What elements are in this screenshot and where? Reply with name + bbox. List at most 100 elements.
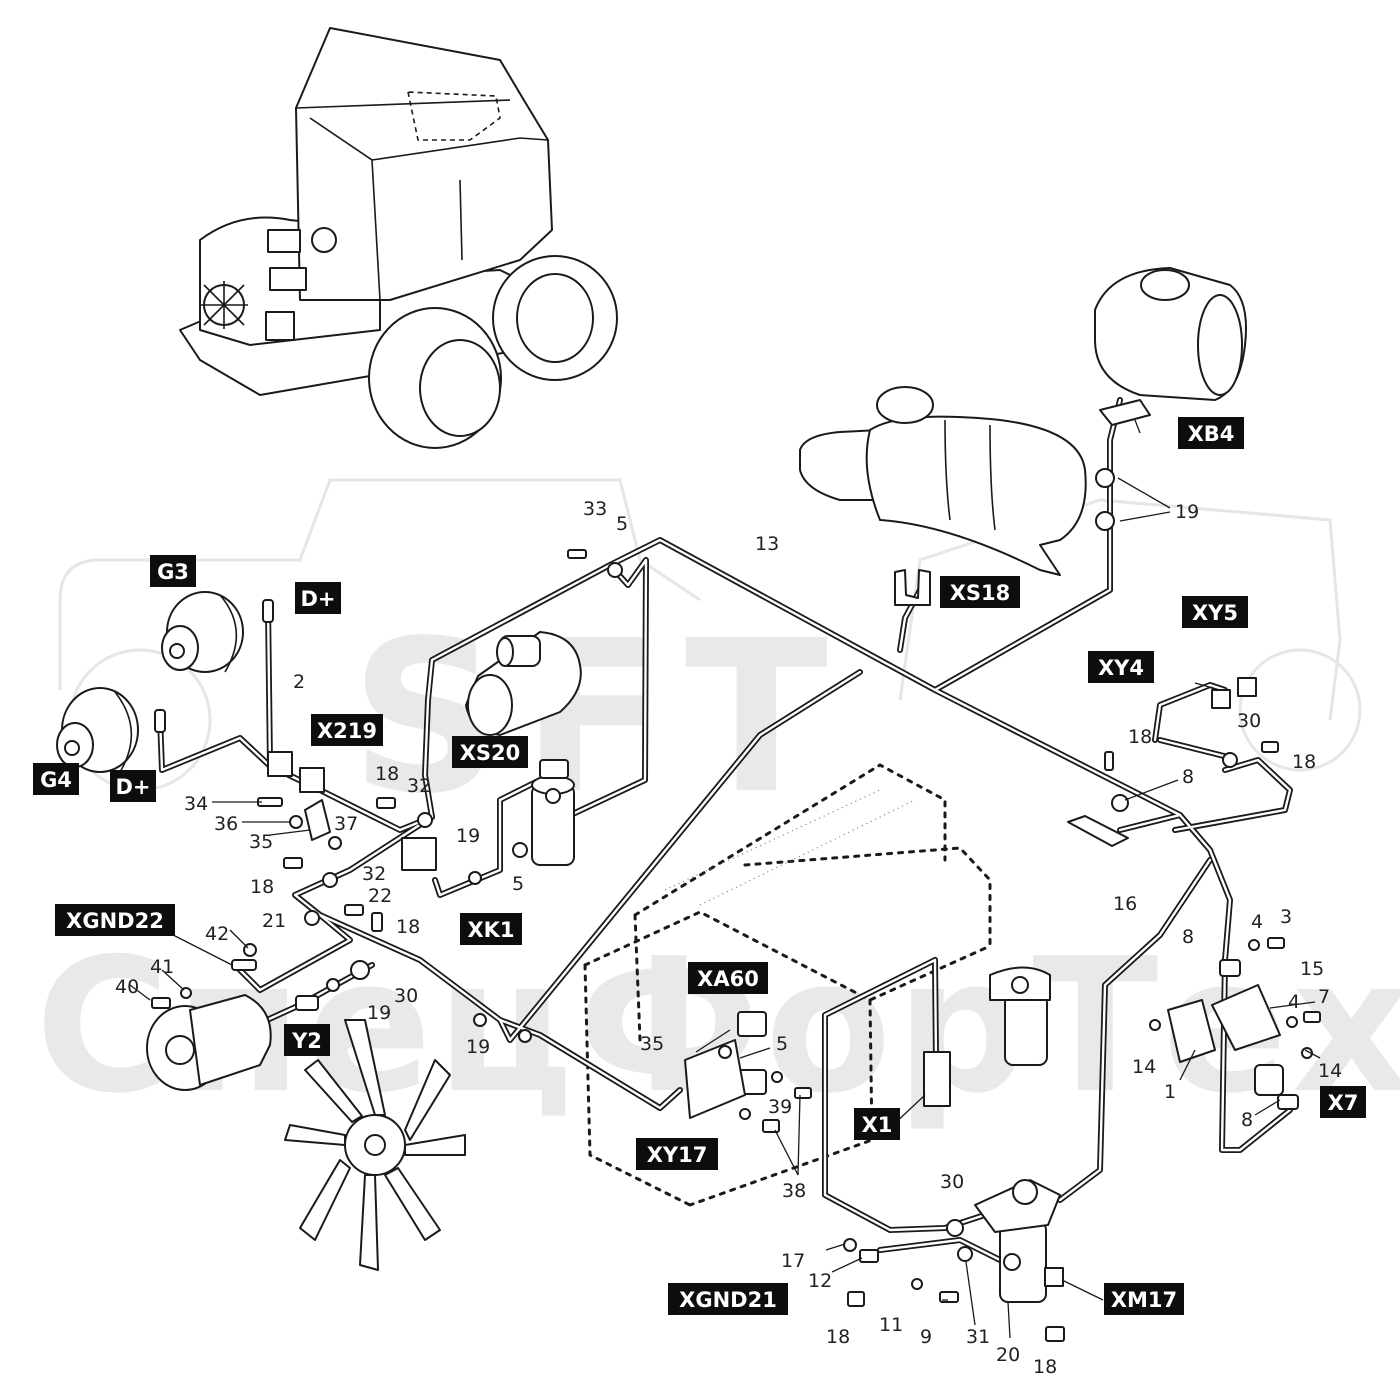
part-number: 19	[456, 825, 480, 847]
part-number: 31	[966, 1326, 990, 1348]
part-number: 18	[1033, 1356, 1057, 1378]
svg-text:Y2: Y2	[291, 1029, 322, 1053]
part-number: 16	[1113, 893, 1137, 915]
svg-text:XS20: XS20	[460, 741, 521, 765]
part-number: 1	[1164, 1081, 1176, 1103]
part-number: 18	[1128, 726, 1152, 748]
connector-xm17	[1044, 1267, 1064, 1287]
part-number: 8	[1182, 766, 1194, 788]
part-number: 7	[1318, 986, 1330, 1008]
relay-xk1	[401, 837, 437, 871]
svg-text:XS18: XS18	[950, 581, 1011, 605]
leader-lines	[129, 419, 1321, 1339]
svg-text:D+: D+	[115, 775, 150, 799]
connector-x219-a	[267, 751, 293, 777]
part-number: 2	[293, 671, 305, 693]
part-number: 35	[249, 831, 273, 853]
tag-xy17[interactable]: XY17	[636, 1138, 718, 1170]
starter-motor	[465, 631, 582, 736]
svg-text:XA60: XA60	[697, 967, 759, 991]
tag-d-plus-upper[interactable]: D+	[295, 582, 341, 614]
part-number: 33	[583, 498, 607, 520]
svg-text:XM17: XM17	[1111, 1288, 1177, 1312]
tag-xy5[interactable]: XY5	[1182, 596, 1248, 628]
ac-compressor	[146, 994, 272, 1091]
fuel-filter-middle	[989, 966, 1051, 1066]
svg-text:XK1: XK1	[467, 918, 514, 942]
part-number: 19	[466, 1036, 490, 1058]
tag-g3[interactable]: G3	[150, 555, 196, 587]
part-numbers: 33 5 13 2 18 32 19 5 34 36 37 35 32 18 2…	[115, 498, 1342, 1378]
part-number: 5	[512, 873, 524, 895]
alternator-g3	[161, 591, 244, 673]
hardware	[151, 468, 1321, 1342]
tag-x1[interactable]: X1	[854, 1108, 900, 1140]
part-number: 19	[367, 1002, 391, 1024]
part-number: 14	[1318, 1060, 1342, 1082]
part-number: 5	[776, 1033, 788, 1055]
part-number: 41	[150, 956, 174, 978]
tag-xs20[interactable]: XS20	[452, 736, 528, 768]
tag-g4[interactable]: G4	[33, 763, 79, 795]
part-number: 3	[1280, 906, 1292, 928]
tag-xgnd21[interactable]: XGND21	[668, 1283, 788, 1315]
tag-x219[interactable]: X219	[311, 714, 383, 746]
connector-x1	[923, 1051, 951, 1107]
svg-text:D+: D+	[300, 587, 335, 611]
svg-text:G4: G4	[40, 768, 72, 792]
part-number: 18	[1292, 751, 1316, 773]
tag-xs18[interactable]: XS18	[940, 576, 1020, 608]
svg-text:G3: G3	[157, 560, 189, 584]
svg-text:XB4: XB4	[1188, 422, 1235, 446]
air-filter	[799, 386, 1087, 576]
part-number: 17	[781, 1250, 805, 1272]
alternator-g4	[56, 687, 139, 773]
fuel-filter-left	[531, 759, 575, 866]
part-number: 21	[262, 910, 286, 932]
part-number: 30	[1237, 710, 1261, 732]
tag-xgnd22[interactable]: XGND22	[55, 904, 175, 936]
part-number: 18	[396, 916, 420, 938]
svg-text:XGND22: XGND22	[66, 909, 164, 933]
part-number: 35	[640, 1033, 664, 1055]
part-number: 18	[826, 1326, 850, 1348]
svg-text:XY5: XY5	[1192, 601, 1238, 625]
tag-xb4[interactable]: XB4	[1178, 417, 1244, 449]
tag-xk1[interactable]: XK1	[460, 913, 522, 945]
part-number: 22	[368, 885, 392, 907]
part-number: 4	[1288, 991, 1300, 1013]
part-number: 18	[250, 876, 274, 898]
connector-x219-b	[299, 767, 325, 793]
tag-y2[interactable]: Y2	[284, 1024, 330, 1056]
part-number: 36	[214, 813, 238, 835]
tag-xy4[interactable]: XY4	[1088, 651, 1154, 683]
part-number: 37	[334, 813, 358, 835]
d-plus-terminal-upper	[262, 599, 274, 623]
part-number: 38	[782, 1180, 806, 1202]
tag-xa60[interactable]: XA60	[688, 962, 768, 994]
battery-compartment	[583, 763, 992, 1207]
tag-x7[interactable]: X7	[1320, 1086, 1366, 1118]
svg-text:X7: X7	[1328, 1091, 1359, 1115]
part-number: 12	[808, 1270, 832, 1292]
tag-d-plus-lower[interactable]: D+	[110, 770, 156, 802]
svg-text:XY17: XY17	[647, 1143, 708, 1167]
part-number: 8	[1241, 1109, 1253, 1131]
part-number: 9	[920, 1326, 932, 1348]
svg-text:XGND21: XGND21	[679, 1288, 777, 1312]
part-number: 32	[407, 775, 431, 797]
components	[56, 267, 1299, 1303]
part-number: 18	[375, 763, 399, 785]
part-number: 34	[184, 793, 208, 815]
part-number: 30	[394, 985, 418, 1007]
connector-tags: G3 D+ G4 D+ X219 XS20 XK1 XGND22 Y2 XA60…	[33, 417, 1366, 1315]
part-number: 13	[755, 533, 779, 555]
part-number: 11	[879, 1314, 903, 1336]
part-number: 19	[1175, 501, 1199, 523]
part-number: 42	[205, 923, 229, 945]
part-number: 40	[115, 976, 139, 998]
part-number: 39	[768, 1096, 792, 1118]
tag-xm17[interactable]: XM17	[1104, 1283, 1184, 1315]
svg-text:X1: X1	[862, 1113, 893, 1137]
